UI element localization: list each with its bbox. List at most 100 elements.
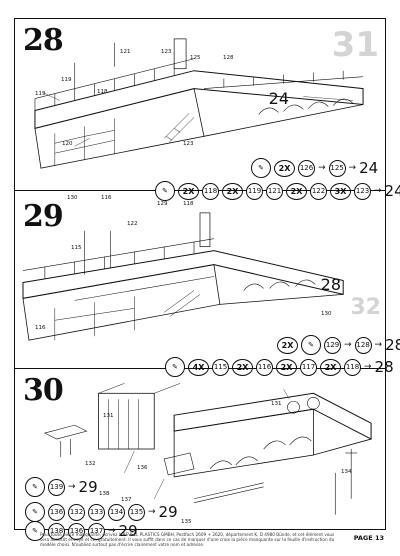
- watermark-number: 32: [350, 295, 381, 320]
- page-number: PAGE 13: [353, 534, 384, 542]
- part-tag: 136: [137, 465, 148, 471]
- arrow-icon: →: [148, 507, 156, 517]
- part-tag: 125: [190, 55, 201, 61]
- glue-icon: ✎: [165, 357, 185, 377]
- glue-icon: ✎: [25, 477, 45, 497]
- part-tag: 135: [181, 519, 192, 525]
- target-number: 24: [359, 159, 379, 177]
- qty-badge: 3X: [330, 182, 351, 200]
- part-number: 132: [68, 503, 85, 521]
- part-number: 126: [298, 159, 315, 177]
- arrow: →: [344, 340, 352, 350]
- part-tag: 128: [223, 55, 234, 61]
- part-tag: 119: [35, 91, 46, 97]
- callout-row-3: ✎ 138 136 137 → 29: [25, 521, 138, 541]
- part-tag: 131: [271, 401, 282, 407]
- part-number: 116: [256, 358, 273, 376]
- target-number: 29: [78, 478, 98, 496]
- arrow: →: [318, 163, 326, 173]
- qty-badge: 2X: [178, 182, 199, 200]
- qty-badge: 2X: [222, 182, 243, 200]
- glue-icon: ✎: [25, 502, 45, 522]
- part-tag: 123: [161, 49, 172, 55]
- glue-icon: ✎: [301, 335, 321, 355]
- qty-badge: 2X: [286, 182, 307, 200]
- step-number: 28: [23, 23, 64, 58]
- part-number: 139: [48, 478, 65, 496]
- subassembly-label: 24: [268, 89, 289, 108]
- target-number: 24: [384, 182, 400, 200]
- part-tag: 118: [183, 201, 194, 207]
- qty-badge: 2X: [276, 358, 297, 376]
- part-number: 133: [88, 503, 105, 521]
- callout-row-1: ✎ 2X 126 → 125 → 24: [251, 158, 378, 178]
- part-tag: 132: [85, 461, 96, 467]
- part-number: 135: [128, 503, 145, 521]
- part-number: 125: [328, 159, 346, 177]
- callout-row-1: ✎ 139 → 29: [25, 477, 98, 497]
- part-tag: 138: [99, 491, 110, 497]
- part-number: 128: [354, 336, 372, 354]
- step-28-panel: 28 31: [15, 19, 400, 201]
- step-30-panel: 30: [15, 369, 385, 541]
- part-number: 118: [202, 182, 219, 200]
- callout-row-2: ✎ 136 132 133 134 135 → 29: [25, 502, 178, 522]
- part-number: 136: [68, 522, 85, 540]
- part-number: 119: [246, 182, 263, 200]
- step-number: 30: [23, 373, 64, 408]
- part-tag: 118: [97, 89, 108, 95]
- part-tag: 122: [127, 221, 138, 227]
- part-number: 138: [48, 522, 65, 540]
- arrow-icon: →: [374, 186, 382, 196]
- watermark-number: 31: [331, 25, 379, 65]
- part-tag: 116: [101, 195, 112, 201]
- target-number: 28: [385, 336, 400, 354]
- part-tag: 123: [183, 141, 194, 147]
- part-tag: 130: [321, 311, 332, 317]
- qty-badge: 2X: [277, 336, 298, 354]
- part-number: 122: [310, 182, 327, 200]
- part-tag: 120: [62, 141, 73, 147]
- assembly-drawing-28: [34, 38, 364, 169]
- part-number: 117: [300, 358, 317, 376]
- part-tag: 137: [121, 497, 132, 503]
- arrow-icon: →: [364, 362, 372, 372]
- assembly-drawing-29: [22, 212, 344, 341]
- glue-icon: ✎: [251, 158, 271, 178]
- part-tag: 115: [71, 245, 82, 251]
- qty-badge: 4X: [188, 358, 209, 376]
- part-number: 118: [344, 358, 361, 376]
- part-tag: 119: [61, 77, 72, 83]
- part-number: 123: [354, 182, 371, 200]
- part-tag: 116: [35, 325, 46, 331]
- part-number: 134: [108, 503, 125, 521]
- footer-notice: Pour toute pièce manquante, écrivez à RE…: [40, 532, 335, 547]
- arrow-icon: →: [108, 526, 116, 536]
- qty-badge: 2X: [320, 358, 341, 376]
- step-number: 29: [23, 199, 64, 234]
- part-number: 115: [212, 358, 229, 376]
- part-tag: 131: [103, 413, 114, 419]
- part-number: 137: [88, 522, 105, 540]
- arrow-icon: →: [68, 482, 76, 492]
- assembly-drawing-30: [44, 383, 372, 515]
- part-tag: 130: [67, 195, 78, 201]
- part-number: 121: [266, 182, 283, 200]
- part-number: 129: [324, 336, 341, 354]
- target-number: 29: [118, 522, 138, 540]
- qty-badge: 2X: [232, 358, 253, 376]
- target-number: 28: [374, 358, 394, 376]
- target-number: 29: [158, 503, 178, 521]
- glue-icon: ✎: [155, 181, 175, 201]
- glue-icon: ✎: [25, 521, 45, 541]
- instruction-page: 28 31: [14, 18, 400, 541]
- part-tag: 134: [341, 469, 352, 475]
- arrow-icon: →: [374, 340, 383, 350]
- callout-row-2: ✎ 2X 118 2X 119 121 2X 122 3X 123 → 24: [155, 181, 400, 201]
- part-tag: 121: [120, 49, 131, 55]
- arrow-icon: →: [348, 163, 357, 173]
- subassembly-label: 28: [320, 275, 341, 294]
- step-29-panel: 29 32: [15, 191, 400, 377]
- callout-row-2: ✎ 4X 115 2X 116 2X 117 2X 118 → 28: [165, 357, 394, 377]
- qty-badge: 2X: [274, 159, 295, 177]
